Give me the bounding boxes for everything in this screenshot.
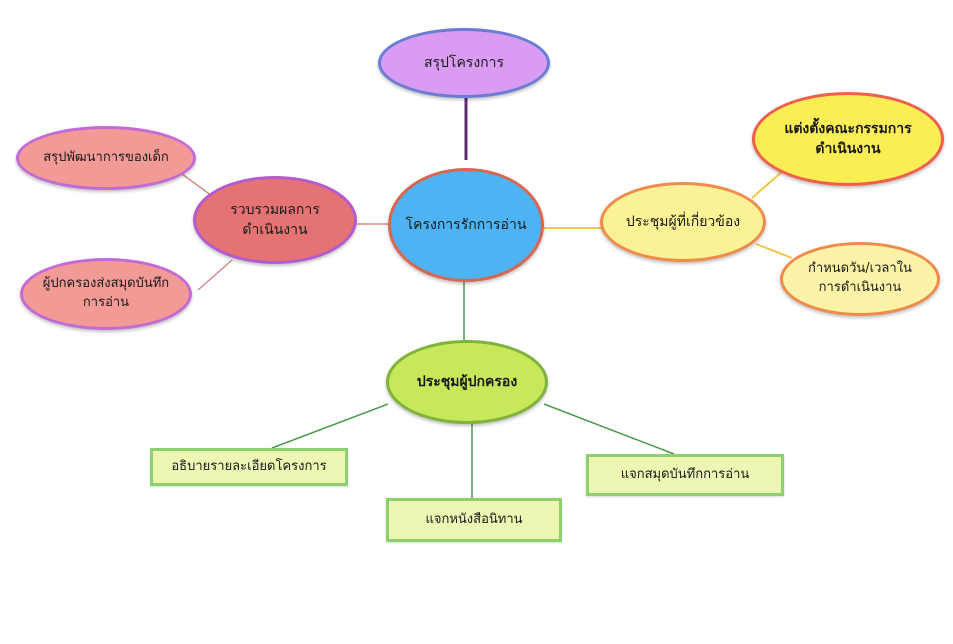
node-center: โครงการรักการอ่าน xyxy=(388,168,544,282)
node-right-top: แต่งตั้งคณะกรรมการดำเนินงาน xyxy=(752,92,944,186)
node-left-main: รวบรวมผลการดำเนินงาน xyxy=(193,176,357,264)
node-label: ประชุมผู้ปกครอง xyxy=(416,373,518,390)
node-label: สรุปพัฒนาการของเด็ก xyxy=(43,149,169,165)
node-left-bottom: ผู้ปกครองส่งสมุดบันทึกการอ่าน xyxy=(20,258,192,330)
connector-left-bottom xyxy=(197,259,233,291)
node-bottom-main: ประชุมผู้ปกครอง xyxy=(386,340,548,424)
node-bottom-center: แจกหนังสือนิทาน xyxy=(386,498,562,542)
connector-right-top xyxy=(751,169,785,199)
node-label: แต่งตั้งคณะกรรมการดำเนินงาน xyxy=(784,120,912,157)
node-label: อธิบายรายละเอียดโครงการ xyxy=(171,458,327,474)
node-right-bottom: กำหนดวัน/เวลาในการดำเนินงาน xyxy=(780,242,940,316)
node-label: โครงการรักการอ่าน xyxy=(405,216,527,233)
connector-right-bottom xyxy=(755,243,793,259)
node-bottom-left: อธิบายรายละเอียดโครงการ xyxy=(150,448,348,486)
node-label: ประชุมผู้ที่เกี่ยวข้อง xyxy=(625,213,741,230)
connector-bottom-left xyxy=(271,403,389,449)
node-label: รวบรวมผลการดำเนินงาน xyxy=(230,201,320,238)
node-label: กำหนดวัน/เวลาในการดำเนินงาน xyxy=(808,261,912,295)
node-label: แจกสมุดบันทึกการอ่าน xyxy=(620,466,750,482)
node-top: สรุปโครงการ xyxy=(378,28,550,98)
node-label: สรุปโครงการ xyxy=(423,54,505,71)
connector-left-top xyxy=(181,173,213,197)
connector-bottom-right xyxy=(543,403,675,455)
node-label: ผู้ปกครองส่งสมุดบันทึกการอ่าน xyxy=(42,276,170,310)
node-label: แจกหนังสือนิทาน xyxy=(425,511,523,527)
node-left-top: สรุปพัฒนาการของเด็ก xyxy=(16,126,196,190)
node-bottom-right: แจกสมุดบันทึกการอ่าน xyxy=(586,454,784,496)
node-right-main: ประชุมผู้ที่เกี่ยวข้อง xyxy=(600,182,766,262)
